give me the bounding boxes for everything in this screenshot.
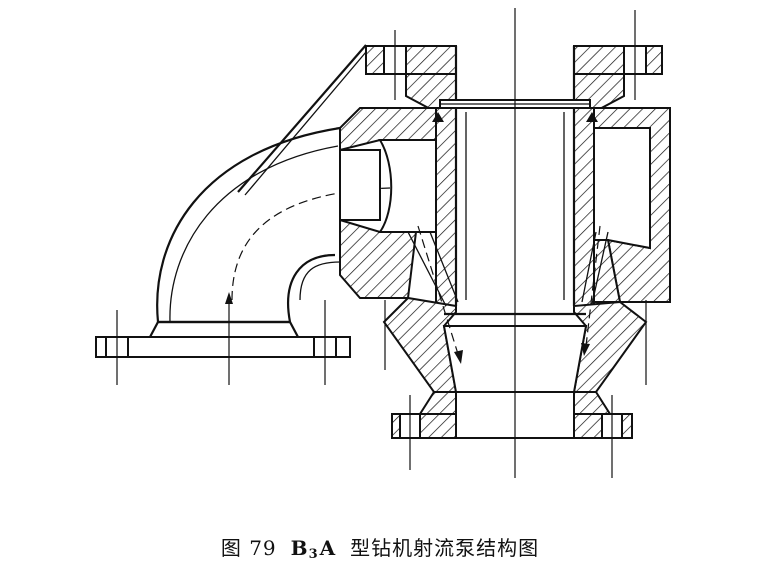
jet-arrow-left-icon	[454, 350, 463, 364]
jet-flow-right	[586, 226, 600, 346]
figure-caption: 图 79 B3A 型钻机射流泵结构图	[0, 532, 760, 562]
elbow-outer-wall	[157, 128, 340, 322]
elbow-inner-wall	[288, 255, 335, 322]
model-suffix: A	[319, 536, 337, 560]
jet-arrow-right-icon	[581, 343, 590, 356]
suction-flow-line	[232, 188, 390, 300]
pump-body	[340, 46, 670, 438]
top-flange-left	[366, 46, 456, 74]
jet-pump-drawing	[0, 0, 760, 520]
center-lines	[385, 8, 646, 478]
model-prefix: B	[290, 536, 309, 560]
suction-elbow	[96, 45, 390, 385]
elbow-bottom-flange	[96, 337, 350, 357]
model-name: B3A	[290, 536, 337, 562]
figure-title: 型钻机射流泵结构图	[350, 536, 540, 560]
figure-number: 图 79	[220, 536, 277, 560]
jet-flow-left	[418, 226, 458, 354]
suction-arrow-icon	[225, 292, 233, 304]
nozzle-tube-right-wall	[574, 108, 594, 306]
nozzle-tube-left-wall	[436, 108, 456, 306]
top-flange-right	[574, 46, 662, 74]
support-rib	[238, 45, 366, 192]
model-subscript: 3	[308, 547, 319, 562]
